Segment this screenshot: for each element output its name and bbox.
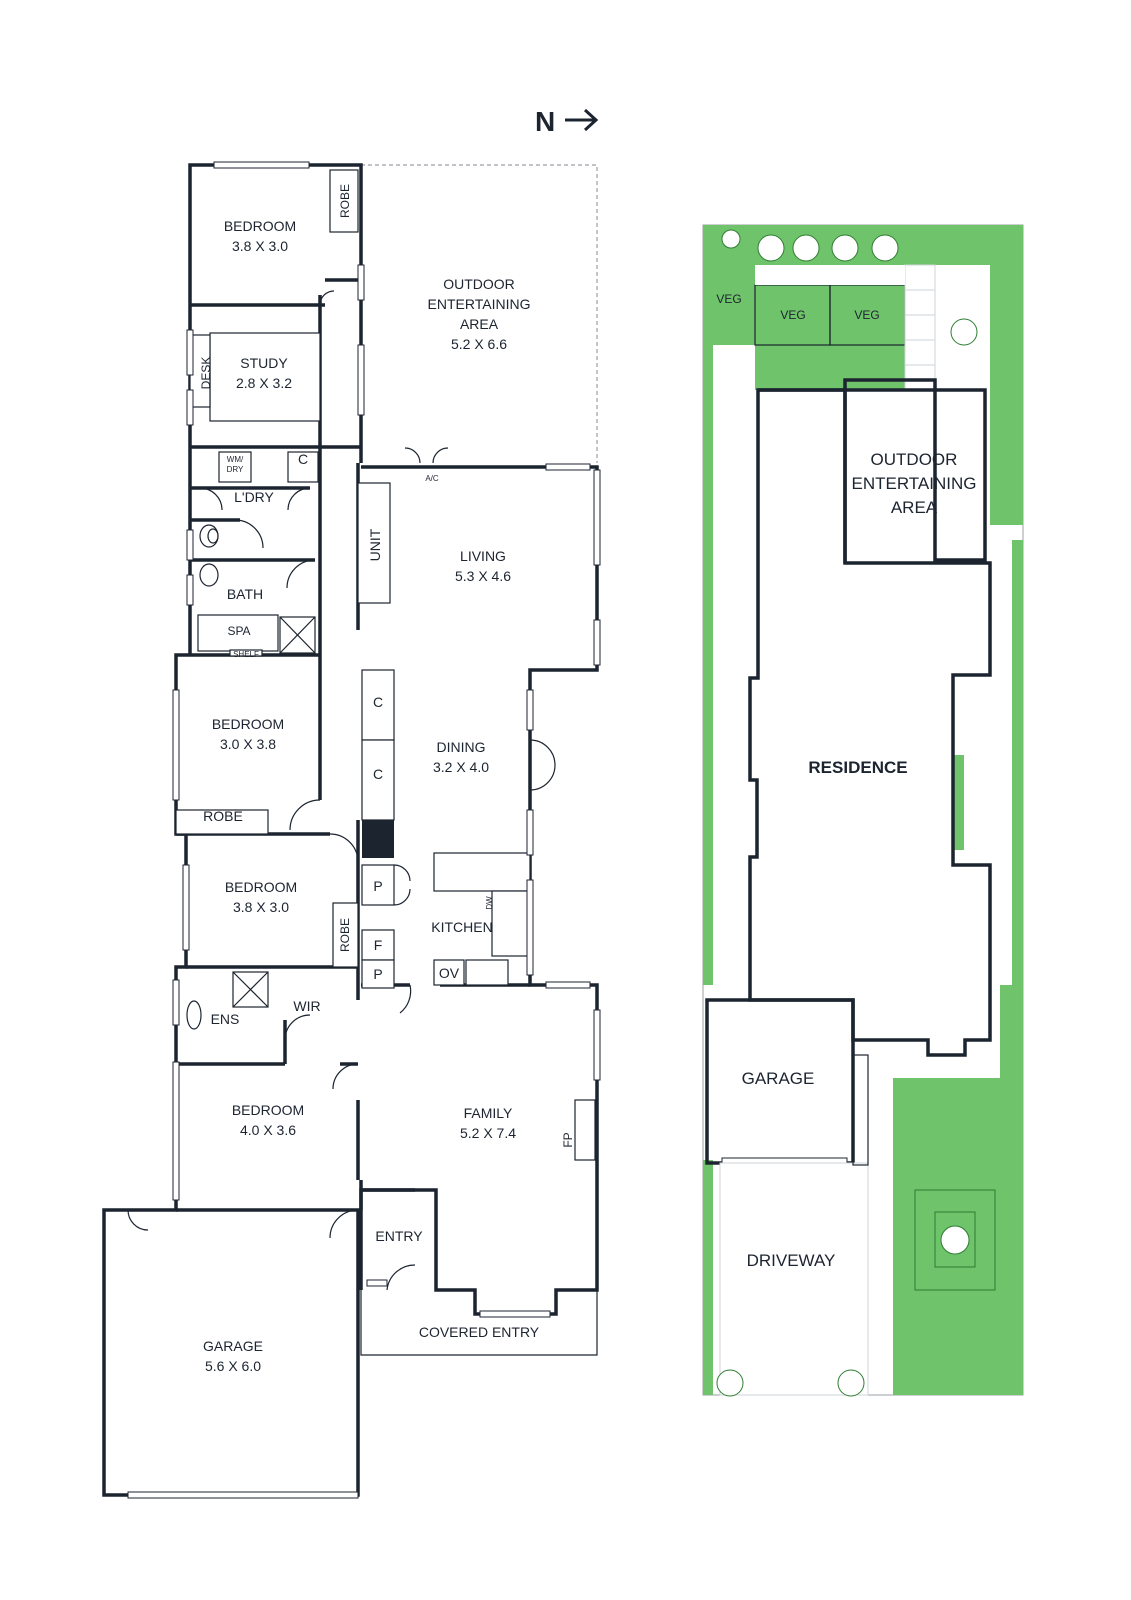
wir-label: WIR	[293, 998, 320, 1014]
living-label: LIVING	[460, 548, 506, 564]
bedroom-4-size: 4.0 X 3.6	[240, 1122, 296, 1138]
veg-3-label: VEG	[854, 308, 879, 322]
outdoor-line3: AREA	[460, 316, 499, 332]
study-size: 2.8 X 3.2	[236, 375, 292, 391]
garage-label: GARAGE	[203, 1338, 263, 1354]
unit-label: UNIT	[367, 528, 383, 561]
bedroom-3-size: 3.8 X 3.0	[233, 899, 289, 915]
site-outdoor-line3: AREA	[891, 498, 938, 517]
oven-label: OV	[439, 965, 460, 981]
outdoor-line1: OUTDOOR	[443, 276, 515, 292]
bedroom-ne-label: BEDROOM	[224, 218, 296, 234]
entry-label: ENTRY	[375, 1228, 423, 1244]
outdoor-size: 5.2 X 6.6	[451, 336, 507, 352]
pantry-1-label: P	[373, 878, 382, 894]
fireplace-label: FP	[561, 1132, 575, 1147]
covered-entry-label: COVERED ENTRY	[419, 1324, 540, 1340]
site-outdoor-line1: OUTDOOR	[871, 450, 958, 469]
north-label: N	[535, 106, 555, 137]
site-plan-labels: VEG VEG VEG OUTDOOR ENTERTAINING AREA RE…	[716, 292, 976, 1270]
robe-ne-label: ROBE	[338, 184, 352, 218]
robe-2-label: ROBE	[203, 808, 243, 824]
study-label: STUDY	[240, 355, 288, 371]
pantry-2-label: P	[373, 966, 382, 982]
dining-label: DINING	[437, 739, 486, 755]
site-outdoor-line2: ENTERTAINING	[852, 474, 977, 493]
floor-plan	[102, 161, 601, 1499]
site-plan	[702, 224, 1024, 1397]
dining-size: 3.2 X 4.0	[433, 759, 489, 775]
north-arrow-icon	[565, 108, 599, 132]
bedroom-4-label: BEDROOM	[232, 1102, 304, 1118]
shelf-label: SHELF	[233, 650, 259, 659]
cupboard-1-label: C	[373, 694, 383, 710]
bedroom-2-size: 3.0 X 3.8	[220, 736, 276, 752]
laundry-label: L'DRY	[234, 489, 274, 505]
ac-label: A/C	[425, 474, 439, 483]
bath-label: BATH	[227, 586, 263, 602]
cupboard-2-label: C	[373, 766, 383, 782]
bedroom-ne-size: 3.8 X 3.0	[232, 238, 288, 254]
veg-1-label: VEG	[716, 292, 741, 306]
veg-2-label: VEG	[780, 308, 805, 322]
spa-label: SPA	[227, 624, 250, 638]
living-size: 5.3 X 4.6	[455, 568, 511, 584]
bedroom-3-label: BEDROOM	[225, 879, 297, 895]
desk-label: DESK	[199, 357, 213, 390]
dry-label: DRY	[227, 465, 244, 474]
site-garage-label: GARAGE	[742, 1069, 815, 1088]
garage-size: 5.6 X 6.0	[205, 1358, 261, 1374]
north-indicator: N	[535, 106, 599, 137]
driveway-label: DRIVEWAY	[747, 1251, 836, 1270]
family-size: 5.2 X 7.4	[460, 1125, 516, 1141]
fridge-label: F	[374, 937, 383, 953]
bedroom-2-label: BEDROOM	[212, 716, 284, 732]
floor-plan-labels: BEDROOM 3.8 X 3.0 ROBE OUTDOOR ENTERTAIN…	[199, 184, 575, 1374]
outdoor-line2: ENTERTAINING	[428, 296, 531, 312]
kitchen-label: KITCHEN	[431, 919, 492, 935]
laundry-cupboard-label: C	[298, 451, 308, 467]
dishwasher-label: DW	[485, 896, 494, 910]
residence-label: RESIDENCE	[808, 758, 907, 777]
wm-label: WM/	[227, 455, 244, 464]
ensuite-label: ENS	[211, 1011, 240, 1027]
robe-3-label: ROBE	[338, 918, 352, 952]
family-label: FAMILY	[464, 1105, 513, 1121]
